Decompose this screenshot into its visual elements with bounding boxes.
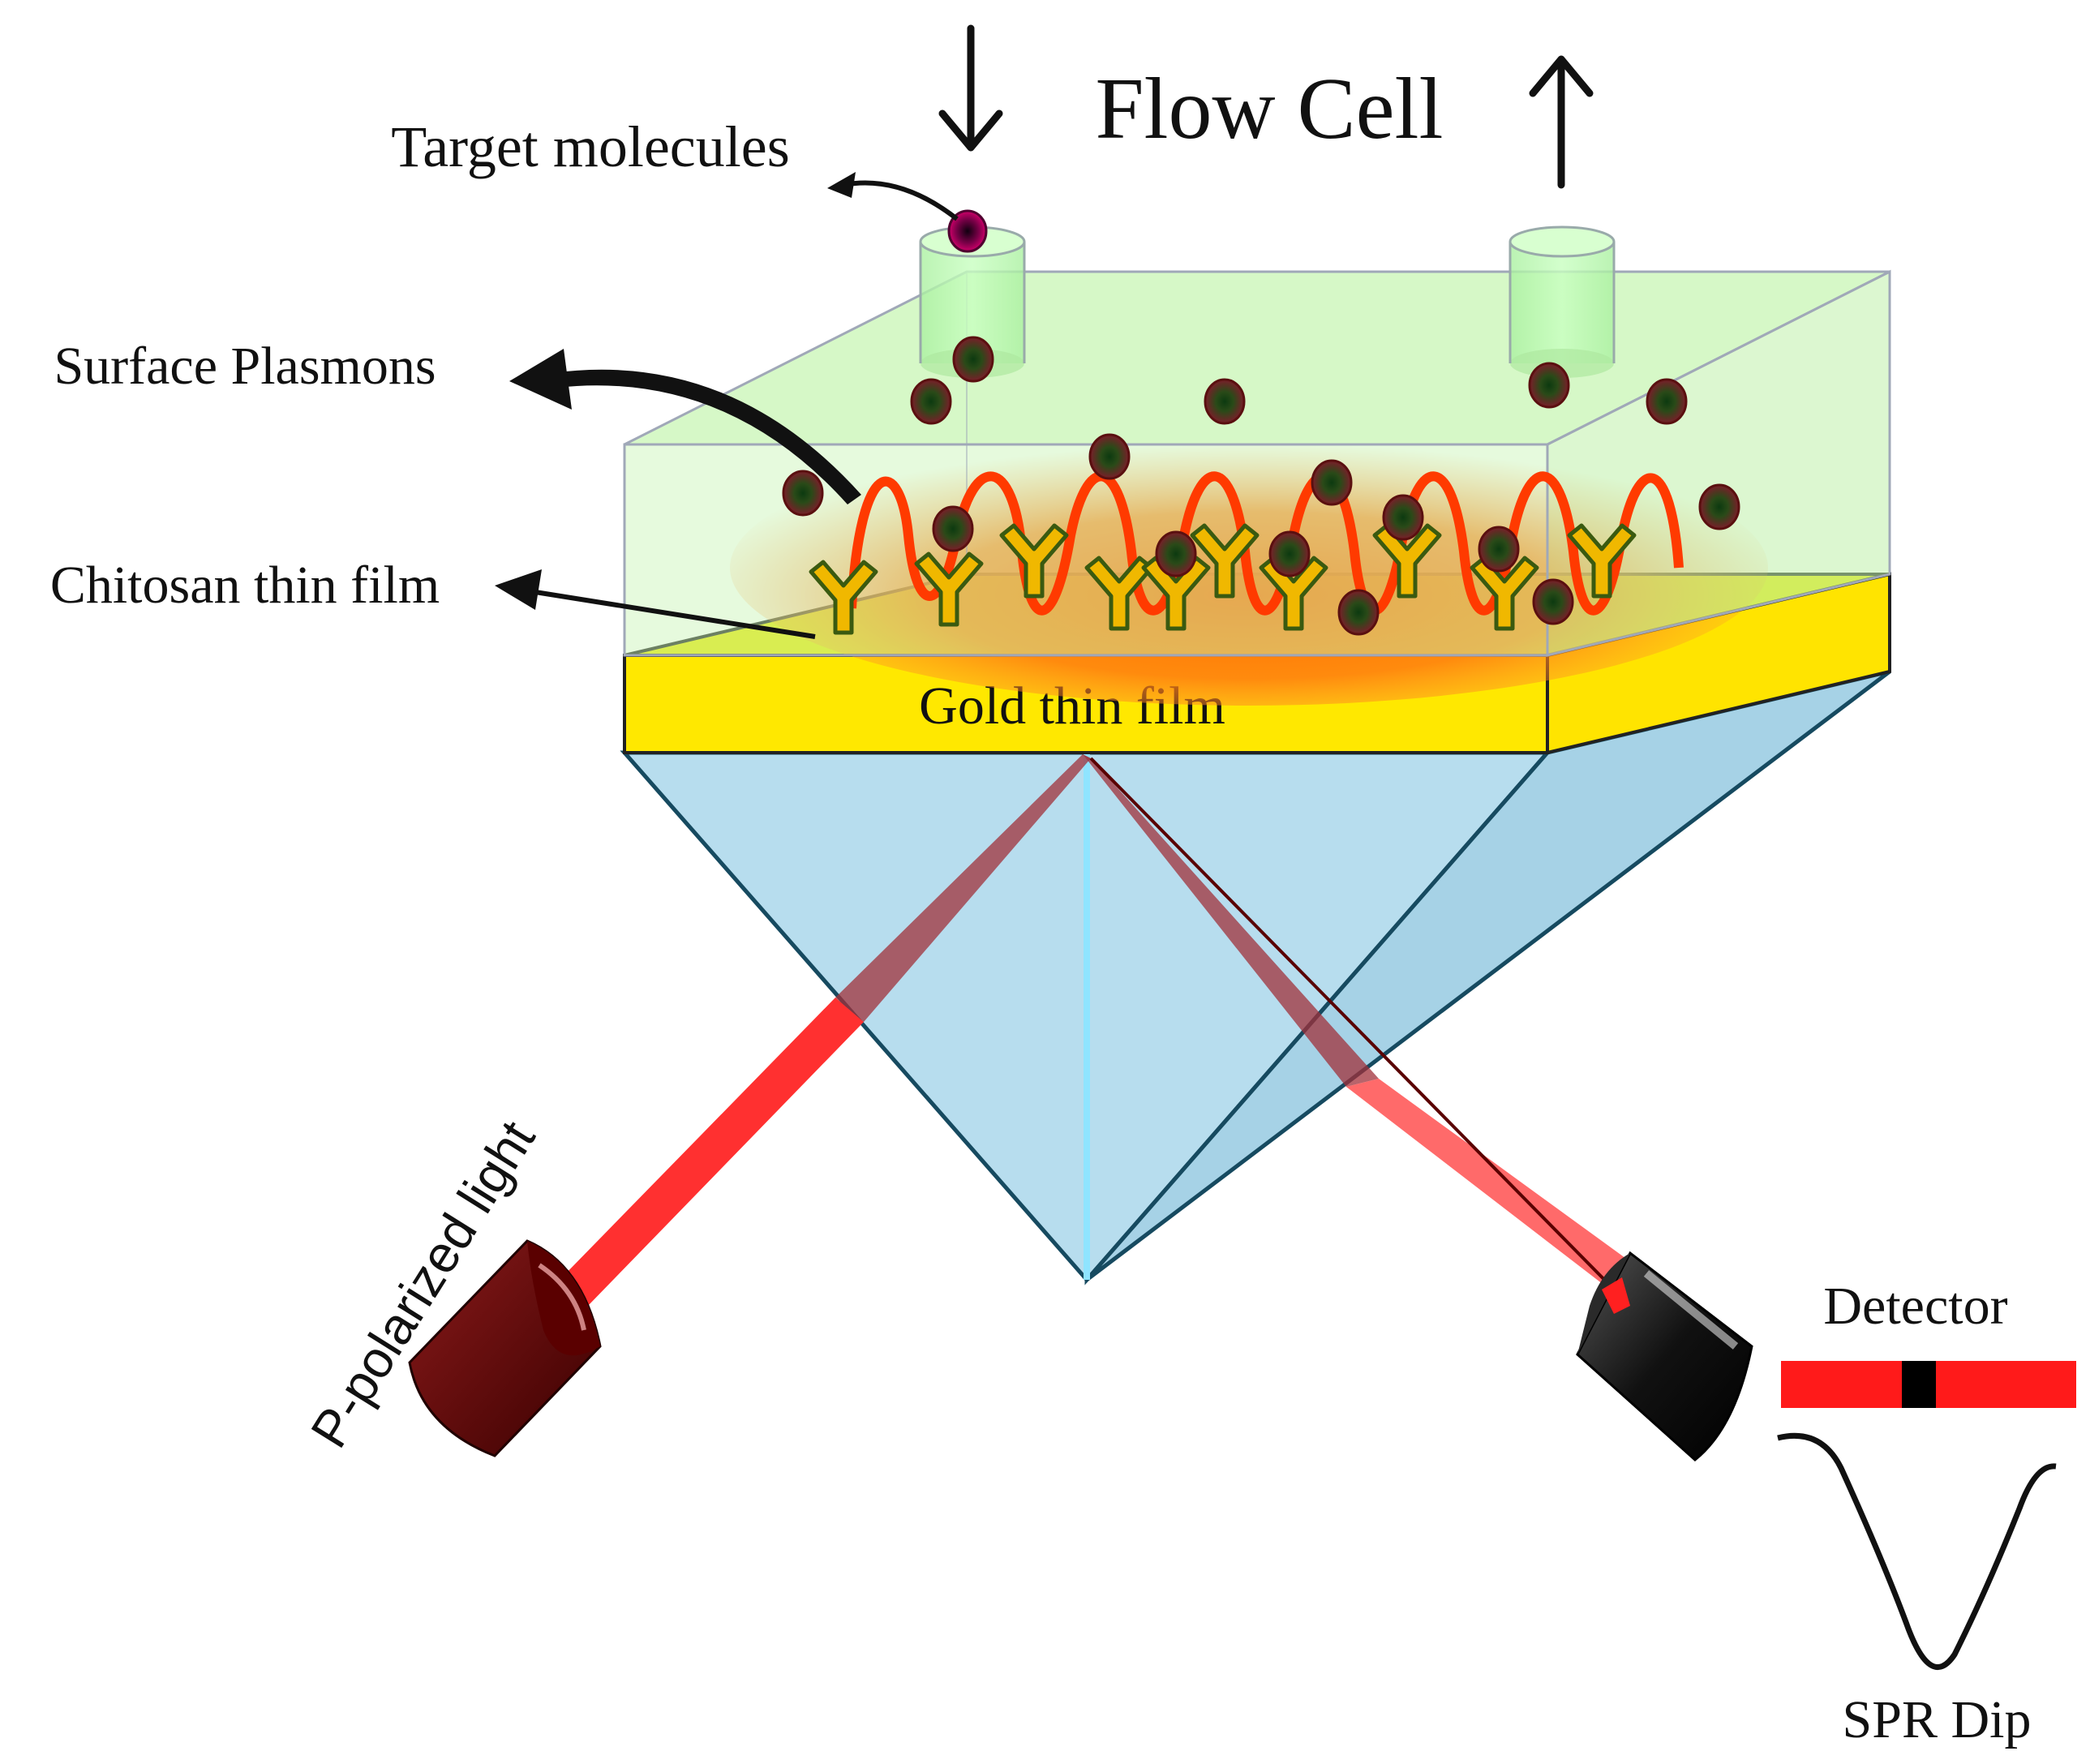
detector-camera	[1576, 1251, 1753, 1461]
molecule	[1337, 589, 1380, 636]
molecule	[1311, 459, 1353, 506]
reflected-beam-core	[1089, 757, 1624, 1299]
detector-beam-entry	[1602, 1277, 1630, 1314]
molecule	[782, 470, 824, 517]
molecule	[952, 336, 994, 383]
molecule	[1646, 378, 1688, 425]
detector-camera-highlight	[1643, 1270, 1739, 1350]
incident-beam-inside	[835, 754, 1091, 1022]
detector-label: Detector	[1823, 1277, 2007, 1336]
antibody	[1084, 556, 1154, 631]
flow-arrows	[938, 24, 1594, 189]
target-molecule-highlight	[947, 209, 988, 253]
spr-dip-label: SPR Dip	[1843, 1690, 2032, 1749]
target-molecules-pointer	[843, 180, 959, 221]
molecule	[910, 378, 952, 425]
reflected-beam-inside	[1083, 754, 1379, 1087]
surface-plasmons-pointer	[551, 369, 861, 504]
antibody	[1470, 556, 1539, 631]
flow-cell	[623, 225, 1891, 657]
detector-dip-marker	[1902, 1361, 1936, 1408]
detector-readout	[1777, 1361, 2076, 1671]
molecule	[1528, 362, 1570, 409]
surface-plasmons-label: Surface Plasmons	[54, 337, 436, 396]
chitosan-film-label: Chitosan thin film	[50, 556, 440, 615]
molecule	[1698, 483, 1740, 530]
light-source	[408, 1239, 602, 1457]
chitosan-pointer	[534, 590, 816, 639]
detector-camera-face	[1577, 1253, 1630, 1354]
antibody	[809, 560, 878, 635]
molecule	[1478, 526, 1520, 573]
antibody	[1372, 523, 1442, 599]
flow-cell-label: Flow Cell	[1095, 61, 1443, 157]
outflow-arrow	[1529, 55, 1594, 189]
molecule	[1382, 494, 1424, 541]
molecule	[932, 505, 974, 552]
antibodies	[809, 523, 1637, 635]
molecule	[1532, 578, 1574, 625]
antibody	[914, 552, 984, 627]
incident-beam-outside	[560, 998, 864, 1306]
outlet-tube	[1508, 225, 1616, 378]
inflow-arrow	[938, 24, 1003, 152]
antibody	[999, 523, 1069, 599]
light-source-highlight	[538, 1263, 586, 1331]
molecule	[1088, 433, 1131, 480]
molecule	[1268, 530, 1311, 577]
target-molecules-label: Target molecules	[391, 114, 789, 179]
spr-dip-curve	[1777, 1432, 2057, 1671]
plasmon-wave	[847, 471, 1684, 616]
laser-beams	[560, 754, 1646, 1306]
antibody	[1190, 523, 1260, 599]
reflected-beam-outside	[1346, 1079, 1646, 1290]
molecule	[1155, 530, 1197, 577]
molecules	[782, 209, 1740, 636]
pointer-arrows	[495, 172, 959, 639]
prism	[620, 669, 1891, 1285]
molecule	[1204, 378, 1246, 425]
antibody	[1567, 523, 1637, 599]
